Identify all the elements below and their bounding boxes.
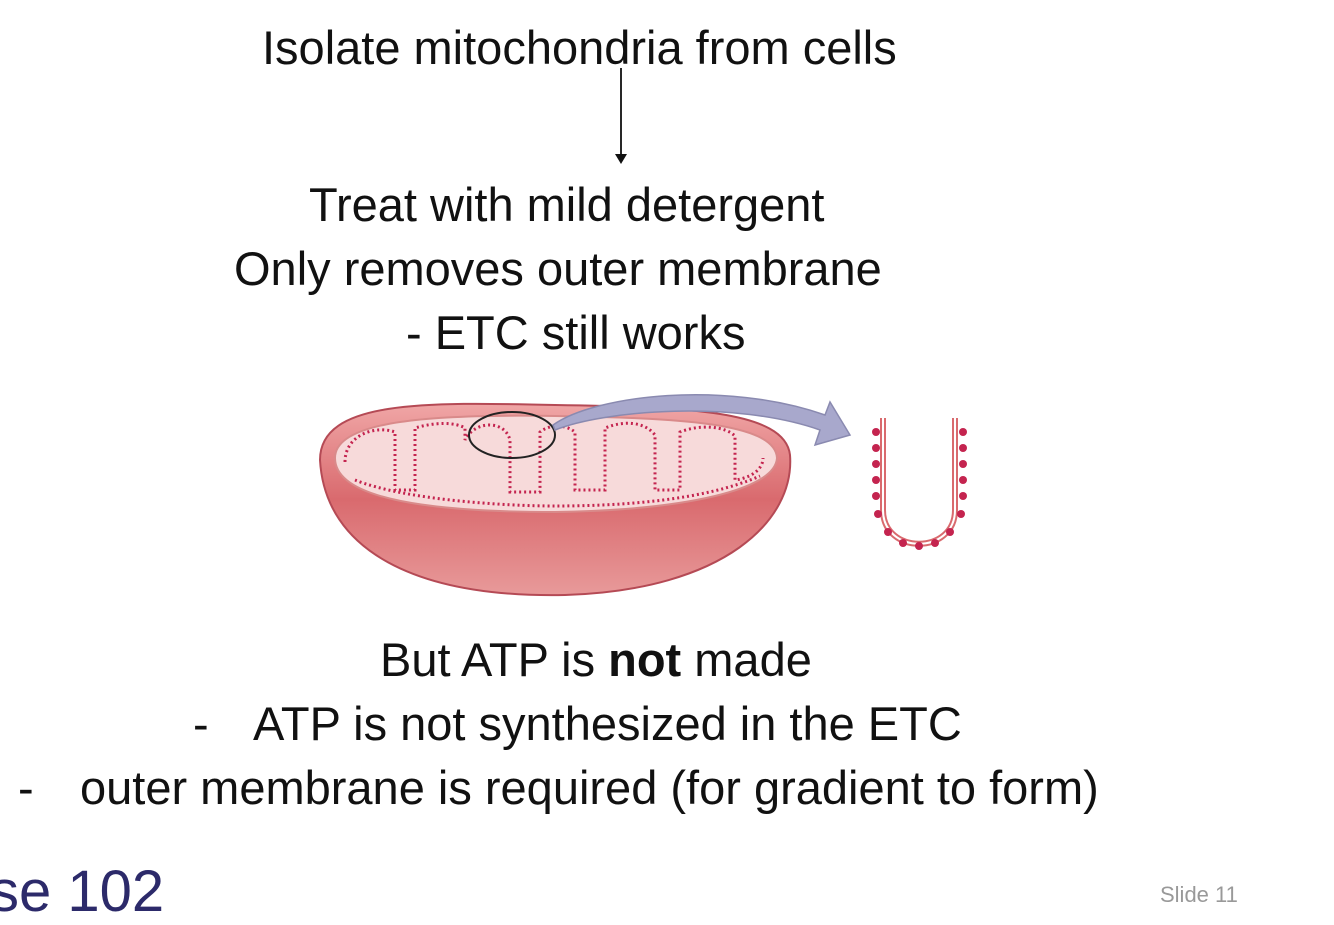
flow-step-detergent: Treat with mild detergent <box>309 181 825 228</box>
result-pre: But ATP is <box>380 633 608 686</box>
result-emphasis: not <box>608 633 681 686</box>
bullet-marker: - <box>193 700 253 747</box>
course-logo: se 102 <box>0 858 164 925</box>
bullet-text: outer membrane is required (for gradient… <box>80 761 1099 814</box>
result-statement: But ATP is not made <box>380 636 812 683</box>
flow-step-etc-works: - ETC still works <box>406 309 745 356</box>
slide-number: Slide 11 <box>1160 882 1238 908</box>
result-post: made <box>681 633 812 686</box>
bullet-item: -outer membrane is required (for gradien… <box>18 764 1099 811</box>
enlarged-crista <box>883 418 955 544</box>
mitochondrion-illustration <box>305 380 985 605</box>
bullet-marker: - <box>18 764 80 811</box>
flow-arrow-down <box>612 68 632 168</box>
bullet-text: ATP is not synthesized in the ETC <box>253 697 962 750</box>
flow-step-outer-removed: Only removes outer membrane <box>234 245 882 292</box>
bullet-item: -ATP is not synthesized in the ETC <box>193 700 962 747</box>
flow-step-isolate: Isolate mitochondria from cells <box>262 24 897 71</box>
